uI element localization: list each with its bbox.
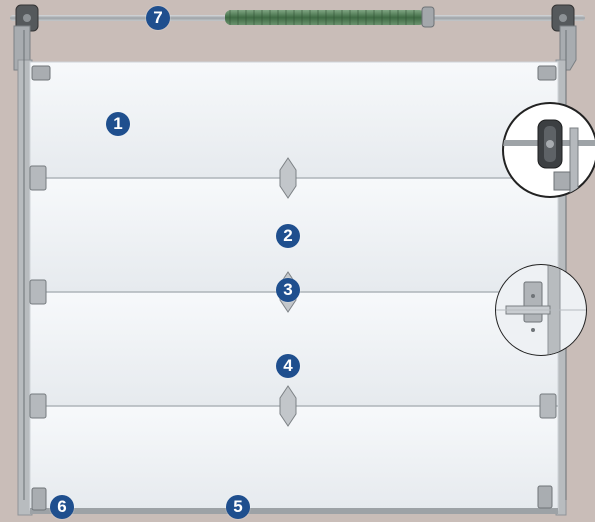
callout-7: 7: [146, 6, 170, 30]
roller-icon: [538, 120, 562, 168]
door-panel-3: [30, 292, 558, 406]
spring-cone: [422, 7, 434, 27]
callout-5: 5: [226, 495, 250, 519]
bottom-right-bracket: [538, 486, 552, 508]
callout-1: 1: [106, 112, 130, 136]
bottom-seal: [30, 508, 558, 514]
callout-6: 6: [50, 495, 74, 519]
bottom-left-bracket: [32, 488, 46, 510]
callout-2: 2: [276, 224, 300, 248]
door-panel-4: [30, 406, 558, 510]
torsion-spring: [225, 10, 425, 25]
callout-3: 3: [276, 278, 300, 302]
top-left-bracket: [32, 66, 50, 80]
top-right-bracket: [538, 66, 556, 80]
callout-4: 4: [276, 354, 300, 378]
